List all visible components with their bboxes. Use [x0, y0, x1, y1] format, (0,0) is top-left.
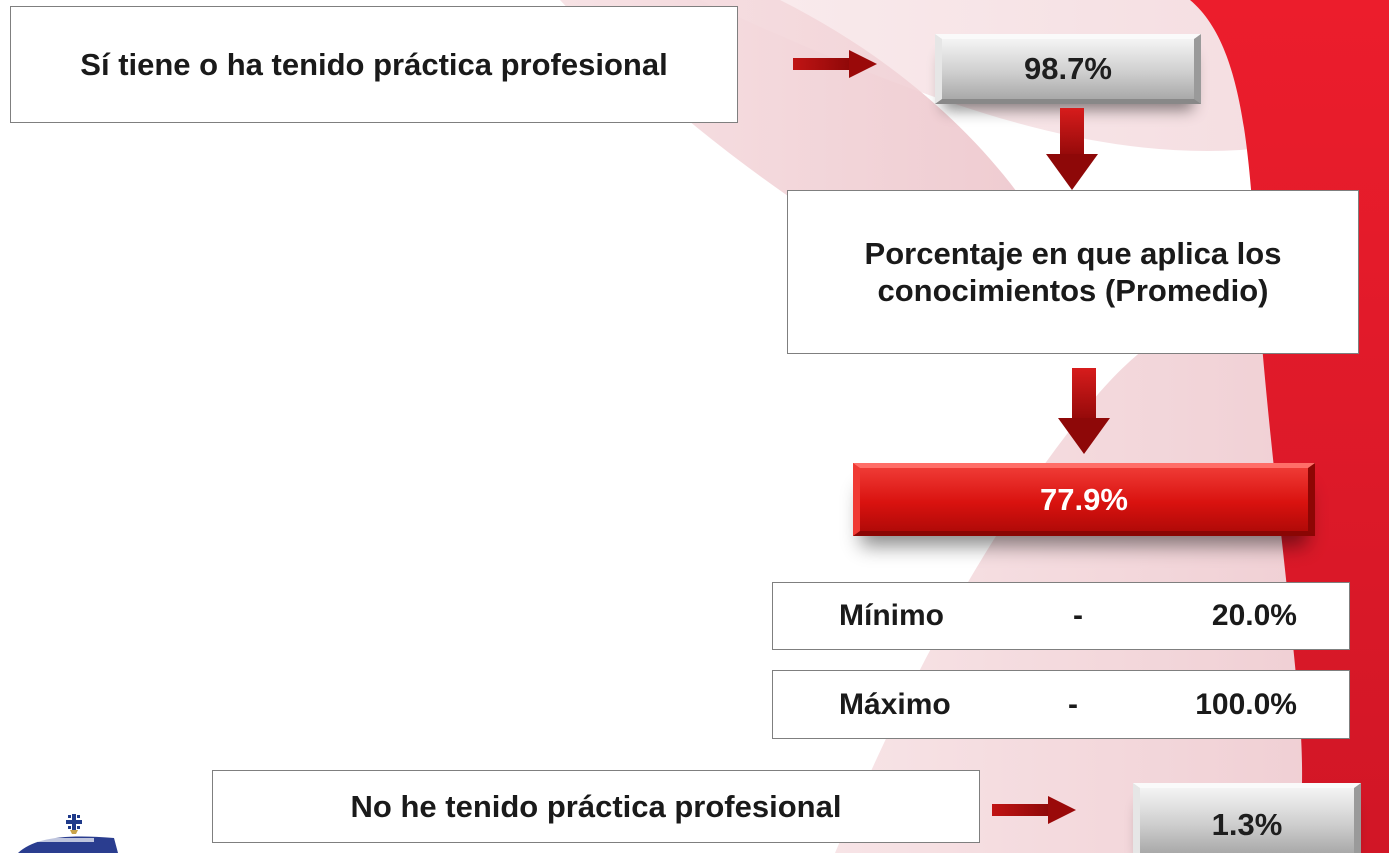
average-label: Porcentaje en que aplica los conocimient… [864, 235, 1282, 308]
average-value: 77.9% [853, 463, 1315, 536]
min-dash: - [1072, 599, 1083, 632]
practice-no-label-box: No he tenido práctica profesional [212, 770, 980, 843]
practice-no-label: No he tenido práctica profesional [350, 788, 842, 824]
practice-yes-label: Sí tiene o ha tenido práctica profesiona… [80, 46, 668, 82]
practice-yes-value: 98.7% [935, 34, 1201, 104]
max-row: Máximo - 100.0% [772, 670, 1350, 739]
practice-yes-label-box: Sí tiene o ha tenido práctica profesiona… [10, 6, 738, 123]
arrow-down-icon [1058, 368, 1110, 454]
max-value: 100.0% [1195, 687, 1297, 721]
practice-no-value: 1.3% [1133, 783, 1361, 853]
logo-emblem [18, 814, 118, 853]
max-label: Máximo [839, 687, 951, 721]
arrow-right-icon [793, 50, 877, 78]
min-row: Mínimo - 20.0% [772, 582, 1350, 650]
max-dash: - [1067, 687, 1078, 721]
min-label: Mínimo [839, 599, 944, 632]
average-label-box: Porcentaje en que aplica los conocimient… [787, 190, 1359, 354]
arrow-right-icon [992, 796, 1076, 824]
min-value: 20.0% [1211, 599, 1297, 632]
arrow-down-icon [1046, 108, 1098, 190]
